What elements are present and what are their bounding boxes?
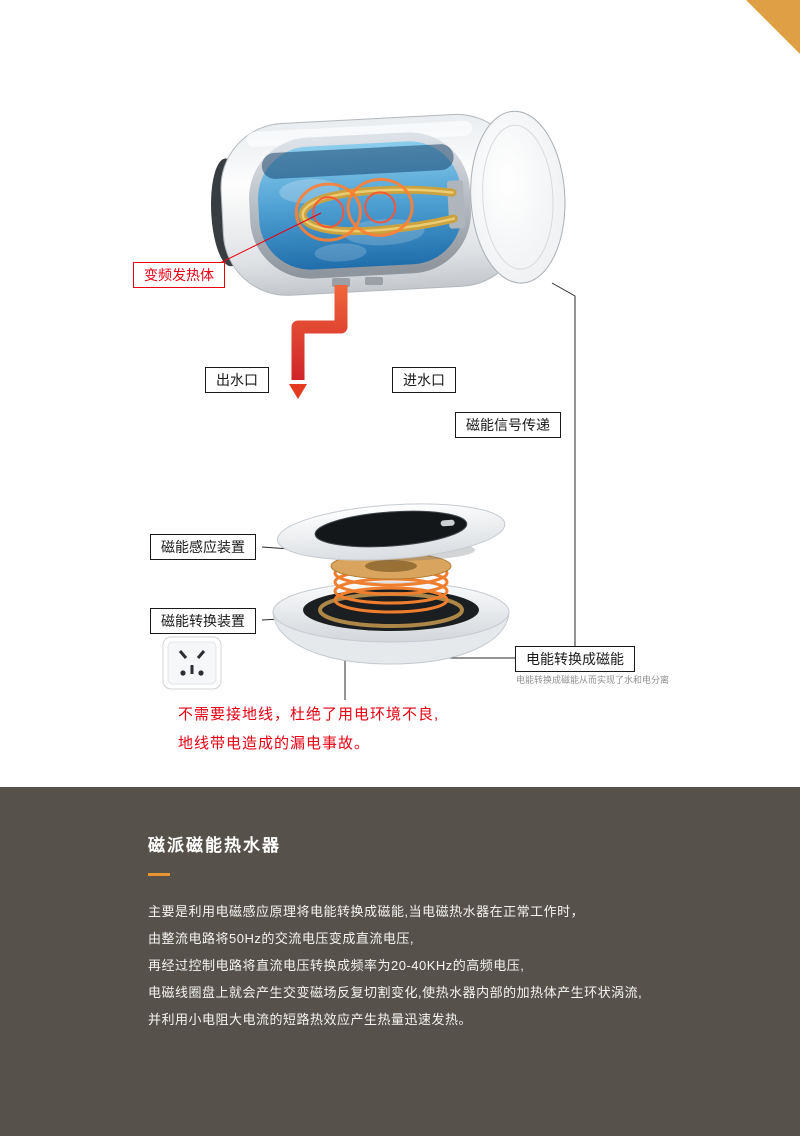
callout-heating-element: 变频发热体 xyxy=(133,262,225,288)
product-info-section: 磁派磁能热水器 主要是利用电磁感应原理将电能转换成磁能,当电磁热水器在正常工作时… xyxy=(0,787,800,1136)
hot-water-arrow xyxy=(289,384,307,399)
title-underline-dash xyxy=(148,873,170,876)
description-line: 再经过控制电路将直流电压转换成频率为20-40KHz的高频电压, xyxy=(148,958,525,973)
callout-induction-device: 磁能感应装置 xyxy=(150,534,256,560)
description-line: 由整流电路将50Hz的交流电压变成直流电压, xyxy=(148,931,414,946)
energy-conversion-note: 电能转换成磁能从而实现了水和电分离 xyxy=(516,675,670,685)
product-description: 主要是利用电磁感应原理将电能转换成磁能,当电磁热水器在正常工作时， 由整流电路将… xyxy=(148,898,740,1033)
description-line: 电磁线圈盘上就会产生交变磁场反复切割变化,使热水器内部的加热体产生环状涡流, xyxy=(148,985,643,1000)
warning-line-1: 不需要接地线，杜绝了用电环境不良, xyxy=(178,706,440,723)
callout-magnetic-signal: 磁能信号传递 xyxy=(455,412,561,438)
callout-conversion-device: 磁能转换装置 xyxy=(150,608,256,634)
description-line: 并利用小电阻大电流的短路热效应产生热量迅速发热。 xyxy=(148,1012,473,1027)
grounding-warning-text: 不需要接地线，杜绝了用电环境不良, 地线带电造成的漏电事故。 xyxy=(178,700,439,758)
callout-energy-conversion: 电能转换成磁能 xyxy=(515,646,635,672)
warning-line-2: 地线带电造成的漏电事故。 xyxy=(178,735,371,752)
power-socket-icon xyxy=(162,636,222,690)
induction-device-illustration xyxy=(272,503,510,665)
corner-triangle-decoration xyxy=(746,0,800,54)
description-line: 主要是利用电磁感应原理将电能转换成磁能,当电磁热水器在正常工作时， xyxy=(148,904,585,919)
water-heater-illustration xyxy=(211,110,566,296)
callout-water-outlet: 出水口 xyxy=(205,367,269,393)
callout-water-inlet: 进水口 xyxy=(392,367,456,393)
section-title: 磁派磁能热水器 xyxy=(148,836,281,855)
